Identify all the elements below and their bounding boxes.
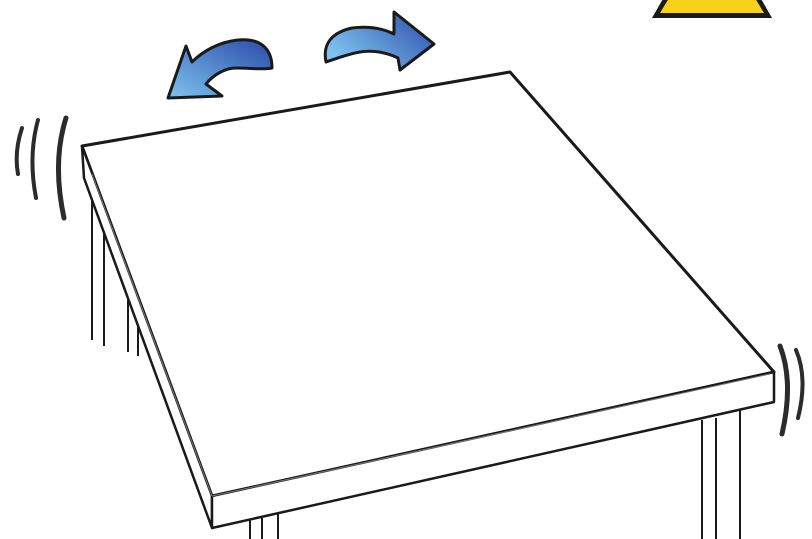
rotate-left-arrow-icon [168,40,272,98]
warning-triangle-icon [652,0,772,18]
vibration-right-icon [780,346,803,434]
tabletop [82,72,774,528]
vibration-left-icon [17,118,66,218]
rotate-right-arrow-icon [325,12,434,70]
